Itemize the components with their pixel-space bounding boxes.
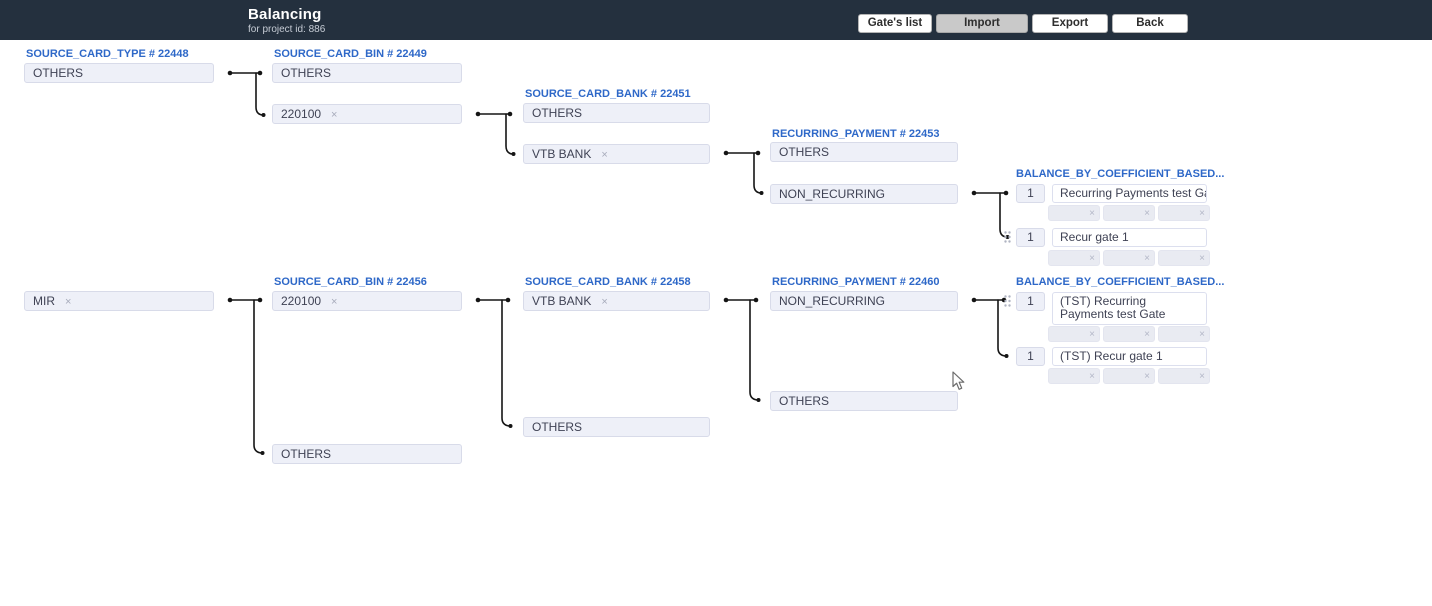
chip-label: VTB BANK <box>532 147 592 161</box>
gate-weight-slot[interactable]: × <box>1103 250 1155 266</box>
column-header: RECURRING_PAYMENT # 22460 <box>772 276 940 288</box>
remove-icon[interactable]: × <box>1144 329 1150 340</box>
coefficient-input[interactable]: 1 <box>1016 228 1045 247</box>
chip-label: OTHERS <box>33 66 84 80</box>
gate-weight-slots: × × × <box>1048 368 1210 384</box>
remove-icon[interactable]: × <box>601 296 608 308</box>
node-chip[interactable]: 220100 × <box>272 104 462 124</box>
remove-icon[interactable]: × <box>601 149 608 161</box>
remove-icon[interactable]: × <box>1199 371 1205 382</box>
export-button[interactable]: Export <box>1032 14 1108 33</box>
gate-name-chip[interactable]: Recur gate 1 <box>1052 228 1207 247</box>
column-header: SOURCE_CARD_TYPE # 22448 <box>26 48 189 60</box>
gate-weight-slot[interactable]: × <box>1158 250 1210 266</box>
chip-label: OTHERS <box>281 447 332 461</box>
coefficient-input[interactable]: 1 <box>1016 347 1045 366</box>
column-header: SOURCE_CARD_BANK # 22451 <box>525 88 691 100</box>
node-chip[interactable]: OTHERS <box>523 103 710 123</box>
gate-weight-slot[interactable]: × <box>1103 326 1155 342</box>
chip-label: OTHERS <box>281 66 332 80</box>
back-button[interactable]: Back <box>1112 14 1188 33</box>
node-chip[interactable]: 220100 × <box>272 291 462 311</box>
gates-list-button[interactable]: Gate's list <box>858 14 932 33</box>
column-header: SOURCE_CARD_BANK # 22458 <box>525 276 691 288</box>
remove-icon[interactable]: × <box>1089 329 1095 340</box>
import-button[interactable]: Import <box>936 14 1028 33</box>
gate-name-chip[interactable]: (TST) Recurring Payments test Gate <box>1052 292 1207 325</box>
node-chip[interactable]: OTHERS <box>523 417 710 437</box>
remove-icon[interactable]: × <box>1199 329 1205 340</box>
page-subtitle: for project id: 886 <box>248 24 326 35</box>
node-chip[interactable]: VTB BANK × <box>523 291 710 311</box>
remove-icon[interactable]: × <box>1144 371 1150 382</box>
node-chip[interactable]: MIR × <box>24 291 214 311</box>
node-chip[interactable]: VTB BANK × <box>523 144 710 164</box>
gate-weight-slot[interactable]: × <box>1048 326 1100 342</box>
chip-label: MIR <box>33 294 55 308</box>
coefficient-input[interactable]: 1 <box>1016 292 1045 311</box>
column-header: SOURCE_CARD_BIN # 22449 <box>274 48 427 60</box>
node-chip[interactable]: OTHERS <box>272 63 462 83</box>
gate-name-chip[interactable]: (TST) Recur gate 1 <box>1052 347 1207 366</box>
remove-icon[interactable]: × <box>1144 208 1150 219</box>
gate-weight-slot[interactable]: × <box>1158 368 1210 384</box>
chip-label: OTHERS <box>779 145 830 159</box>
column-header: SOURCE_CARD_BIN # 22456 <box>274 276 427 288</box>
gate-weight-slot[interactable]: × <box>1103 205 1155 221</box>
remove-icon[interactable]: × <box>1199 253 1205 264</box>
chip-label: 220100 <box>281 294 322 308</box>
remove-icon[interactable]: × <box>331 296 338 308</box>
chip-label: 220100 <box>281 107 322 121</box>
gate-weight-slot[interactable]: × <box>1048 368 1100 384</box>
coefficient-input[interactable]: 1 <box>1016 184 1045 203</box>
gate-weight-slot[interactable]: × <box>1158 326 1210 342</box>
column-header: RECURRING_PAYMENT # 22453 <box>772 128 940 140</box>
toolbar: Gate's list Import Export Back <box>858 14 1188 33</box>
gate-weight-slots: × × × <box>1048 205 1210 221</box>
gate-weight-slot[interactable]: × <box>1048 250 1100 266</box>
chip-label: OTHERS <box>532 106 583 120</box>
cursor-icon <box>952 371 965 390</box>
page-title: Balancing <box>248 6 322 23</box>
column-header: BALANCE_BY_COEFFICIENT_BASED... <box>1016 168 1225 180</box>
gate-weight-slot[interactable]: × <box>1158 205 1210 221</box>
remove-icon[interactable]: × <box>1089 253 1095 264</box>
remove-icon[interactable]: × <box>1089 208 1095 219</box>
remove-icon[interactable]: × <box>65 296 72 308</box>
drag-handle-icon[interactable] <box>1003 294 1012 308</box>
node-chip[interactable]: NON_RECURRING <box>770 291 958 311</box>
chip-label: OTHERS <box>532 420 583 434</box>
drag-handle-icon[interactable] <box>1003 230 1012 244</box>
remove-icon[interactable]: × <box>331 109 338 121</box>
gate-weight-slots: × × × <box>1048 326 1210 342</box>
gate-weight-slot[interactable]: × <box>1103 368 1155 384</box>
node-chip[interactable]: OTHERS <box>272 444 462 464</box>
gate-weight-slots: × × × <box>1048 250 1210 266</box>
chip-label: NON_RECURRING <box>779 294 886 308</box>
topbar: Balancing for project id: 886 Gate's lis… <box>0 0 1432 40</box>
node-chip[interactable]: OTHERS <box>24 63 214 83</box>
column-header: BALANCE_BY_COEFFICIENT_BASED... <box>1016 276 1225 288</box>
remove-icon[interactable]: × <box>1199 208 1205 219</box>
chip-label: VTB BANK <box>532 294 592 308</box>
remove-icon[interactable]: × <box>1144 253 1150 264</box>
chip-label: OTHERS <box>779 394 830 408</box>
remove-icon[interactable]: × <box>1089 371 1095 382</box>
node-chip[interactable]: OTHERS <box>770 391 958 411</box>
node-chip[interactable]: OTHERS <box>770 142 958 162</box>
node-chip[interactable]: NON_RECURRING <box>770 184 958 204</box>
gate-name-chip[interactable]: Recurring Payments test Gate <box>1052 184 1207 203</box>
gate-weight-slot[interactable]: × <box>1048 205 1100 221</box>
chip-label: NON_RECURRING <box>779 187 886 201</box>
